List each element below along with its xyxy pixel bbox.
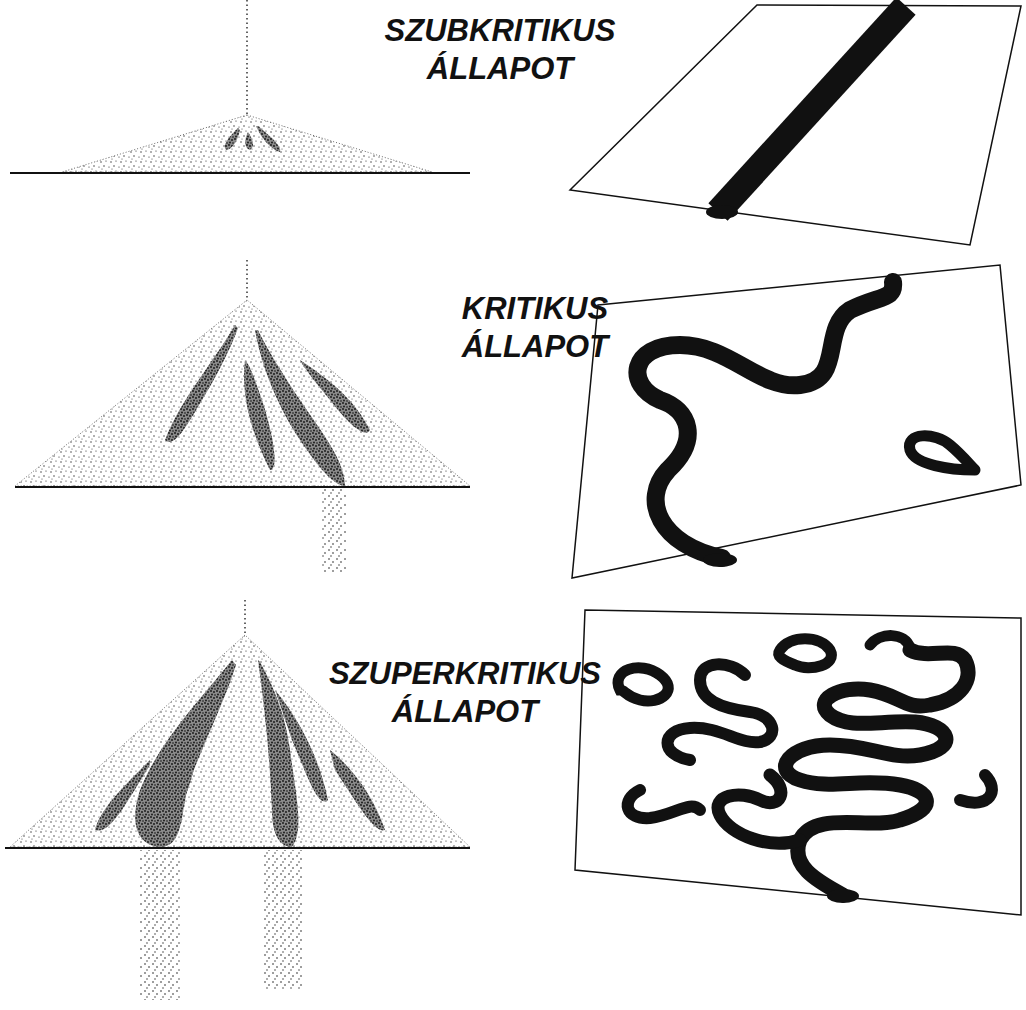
- state-label: KRITIKUS ÁLLAPOT: [462, 290, 608, 366]
- river-sheet-straight: [570, 5, 1021, 245]
- river-sheet-meander: [572, 265, 1021, 578]
- state-label: SZUBKRITIKUS ÁLLAPOT: [385, 12, 616, 88]
- river-sheet-braided: [575, 610, 1021, 915]
- state-label: SZUPERKRITIKUS ÁLLAPOT: [329, 655, 601, 731]
- pile-critical: [15, 260, 470, 573]
